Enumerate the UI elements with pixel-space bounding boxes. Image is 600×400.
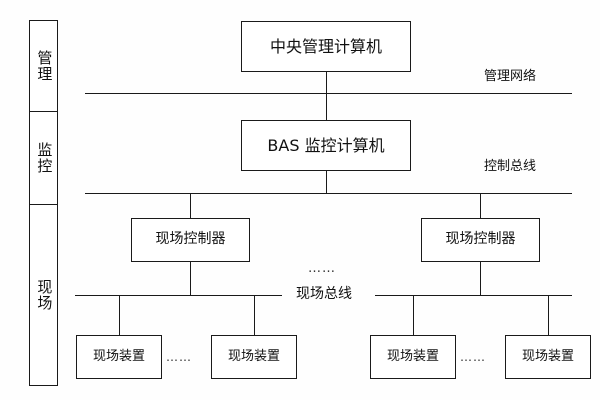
connector-control-bus-to-controller-1 bbox=[190, 193, 191, 218]
node-field-controller-2-label: 现场控制器 bbox=[445, 231, 516, 248]
node-central-management-computer[interactable]: 中央管理计算机 bbox=[241, 21, 411, 72]
connector-controller-2-to-field-bus bbox=[480, 262, 481, 295]
connector-bas-to-control-bus bbox=[326, 171, 327, 193]
layer-label-supervisory: 监控 bbox=[35, 142, 54, 174]
bus-label-management-network: 管理网络 bbox=[484, 69, 537, 84]
bus-field-right-segment bbox=[375, 295, 572, 296]
connector-field-bus-to-device-2 bbox=[254, 295, 255, 335]
connector-central-to-management-network bbox=[326, 72, 327, 93]
ellipsis-between-controllers: …… bbox=[308, 261, 336, 276]
node-bas-supervisory-computer-label: BAS 监控计算机 bbox=[267, 135, 385, 155]
layer-cell-supervisory: 监控 bbox=[29, 111, 58, 205]
connector-control-bus-to-controller-2 bbox=[480, 193, 481, 218]
node-field-device-4[interactable]: 现场装置 bbox=[505, 335, 591, 379]
node-central-management-computer-label: 中央管理计算机 bbox=[269, 36, 382, 56]
bus-label-field-bus: 现场总线 bbox=[296, 286, 352, 302]
node-field-device-3-label: 现场装置 bbox=[386, 348, 439, 364]
layer-label-field: 现场 bbox=[35, 279, 54, 311]
connector-field-bus-to-device-3 bbox=[413, 295, 414, 335]
node-field-controller-1-label: 现场控制器 bbox=[155, 231, 226, 248]
connector-management-network-to-bas bbox=[326, 93, 327, 120]
ellipsis-between-devices-right: …… bbox=[460, 350, 486, 364]
ellipsis-between-devices-left: …… bbox=[166, 350, 192, 364]
node-field-device-3[interactable]: 现场装置 bbox=[370, 335, 456, 379]
bus-management-network bbox=[85, 93, 572, 94]
connector-field-bus-to-device-1 bbox=[119, 295, 120, 335]
node-field-device-1[interactable]: 现场装置 bbox=[76, 335, 162, 379]
node-bas-supervisory-computer[interactable]: BAS 监控计算机 bbox=[241, 120, 411, 171]
bus-control bbox=[85, 193, 572, 194]
node-field-device-2[interactable]: 现场装置 bbox=[211, 335, 297, 379]
layer-label-management: 管理 bbox=[35, 50, 54, 82]
layer-cell-field: 现场 bbox=[29, 204, 58, 386]
node-field-controller-1[interactable]: 现场控制器 bbox=[131, 218, 250, 262]
connector-field-bus-to-device-4 bbox=[548, 295, 549, 335]
layer-cell-management: 管理 bbox=[29, 20, 58, 112]
node-field-device-1-label: 现场装置 bbox=[92, 348, 145, 364]
node-field-device-4-label: 现场装置 bbox=[521, 348, 574, 364]
node-field-device-2-label: 现场装置 bbox=[227, 348, 280, 364]
node-field-controller-2[interactable]: 现场控制器 bbox=[421, 218, 540, 262]
connector-controller-1-to-field-bus bbox=[190, 262, 191, 295]
bus-field-left-segment bbox=[75, 295, 282, 296]
bus-label-control-bus: 控制总线 bbox=[484, 159, 537, 174]
